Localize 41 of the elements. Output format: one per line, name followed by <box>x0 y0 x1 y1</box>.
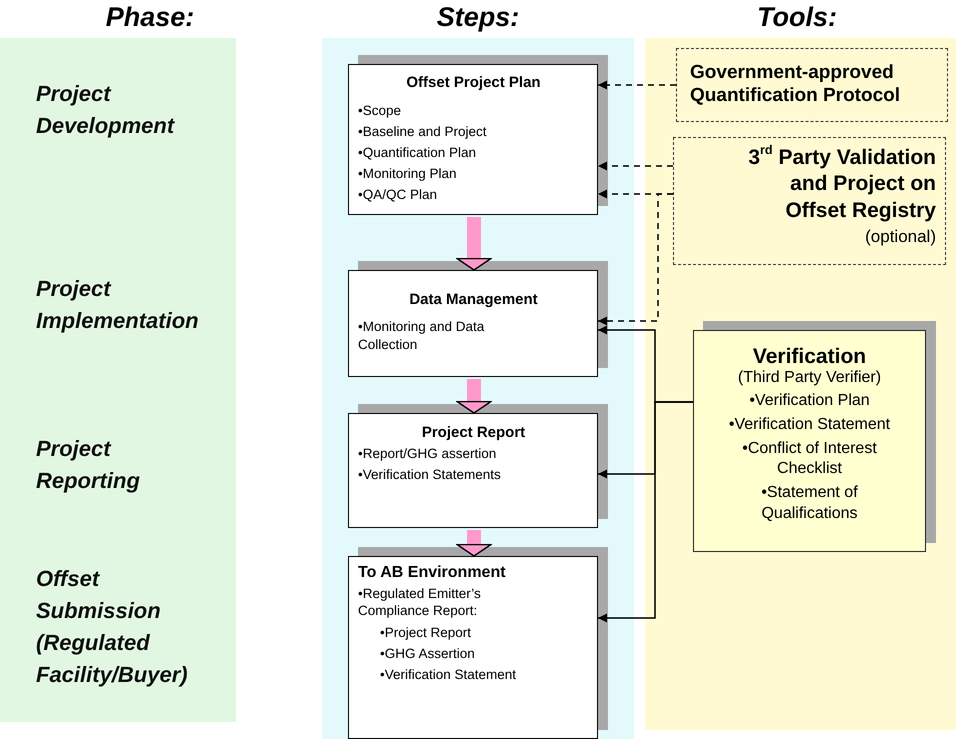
dashed-box <box>676 48 948 122</box>
note-text: (optional) <box>864 226 936 247</box>
bullet-item: •Baseline and Project <box>358 124 488 139</box>
subtitle: (Third Party Verifier) <box>736 369 882 387</box>
tool-title: Verification <box>752 345 868 369</box>
column-heading: Phase: <box>106 2 194 33</box>
block-arrow <box>456 217 492 271</box>
phase-label: Offset Submission (Regulated Facility/Buyer) <box>36 565 189 689</box>
bullet-item: •Scope <box>358 103 402 118</box>
bullet-item: •Verification Statement <box>380 666 518 682</box>
bullet-item: •Verification Statement <box>728 414 892 435</box>
column-heading: Steps: <box>436 2 520 33</box>
bullet-item: •Project Report <box>380 624 472 640</box>
bullet-item: •GHG Assertion <box>380 646 476 661</box>
arrow <box>598 401 693 622</box>
bullet-item: •Quantification Plan <box>358 145 478 160</box>
phase-label: Project Development <box>36 80 176 140</box>
bullet-item: •QA/QC Plan <box>358 187 438 202</box>
phase-label: Project Implementation <box>36 275 196 335</box>
bullet-item: •Regulated Emitter’s Compliance Report: <box>358 586 482 620</box>
bullet-item: •Verification Statements <box>358 467 502 482</box>
bullet-item: •Conflict of Interest Checklist <box>741 438 878 480</box>
dashed-arrow <box>598 162 673 170</box>
dashed-box <box>673 137 946 265</box>
dashed-arrow <box>598 193 673 326</box>
dashed-arrow <box>598 80 676 90</box>
box-title: To AB Environment <box>358 564 507 582</box>
bullet-item: •Verification Plan <box>748 391 871 411</box>
box-title: Project Report <box>420 424 526 441</box>
bullet-item: •Monitoring Plan <box>358 166 458 181</box>
bullet-item: •Report/GHG assertion <box>358 446 498 461</box>
block-arrow <box>456 379 492 414</box>
bullet-item: •Monitoring and Data Collection <box>358 318 486 354</box>
box-title: Data Management <box>408 291 539 308</box>
bullet-item: •Statement of Qualifications <box>760 483 859 524</box>
protocol-text: Government-approved Quantification Protocol <box>690 62 902 108</box>
column-heading: Tools: <box>757 2 837 33</box>
phase-label: Project Reporting <box>36 435 141 495</box>
box-title: Offset Project Plan <box>405 74 542 91</box>
block-arrow <box>456 530 492 557</box>
tool-title: 3$^{rd}$ Party Validation and Project on Offset Registry <box>747 145 936 224</box>
